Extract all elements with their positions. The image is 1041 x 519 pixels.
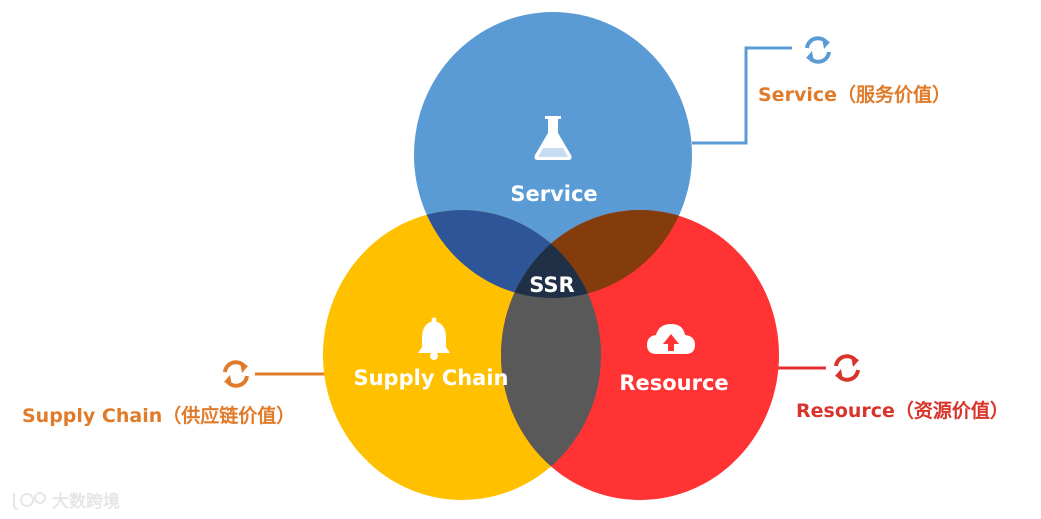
flask-icon bbox=[534, 116, 572, 160]
service-circle-label: Service bbox=[510, 182, 597, 206]
service-callout-label: Service（服务价值） bbox=[758, 84, 951, 106]
bell-icon bbox=[418, 317, 450, 360]
resource-circle-label: Resource bbox=[619, 371, 728, 395]
supply-chain-circle-label: Supply Chain bbox=[353, 366, 508, 390]
watermark-logo-icon bbox=[13, 491, 46, 510]
watermark-text: 大数跨境 bbox=[52, 492, 120, 512]
resource-callout-label: Resource（资源价值） bbox=[796, 400, 1009, 422]
center-label: SSR bbox=[529, 273, 574, 297]
center-overlap bbox=[501, 210, 601, 298]
service-connector-line bbox=[692, 46, 792, 145]
watermark: 大数跨境 bbox=[10, 487, 120, 512]
supply-chain-callout-label: Supply Chain（供应链价值） bbox=[22, 405, 296, 427]
refresh-icon bbox=[223, 360, 249, 388]
refresh-icon bbox=[805, 36, 831, 64]
cloud-upload-icon bbox=[647, 324, 695, 354]
refresh-icon bbox=[834, 354, 860, 382]
